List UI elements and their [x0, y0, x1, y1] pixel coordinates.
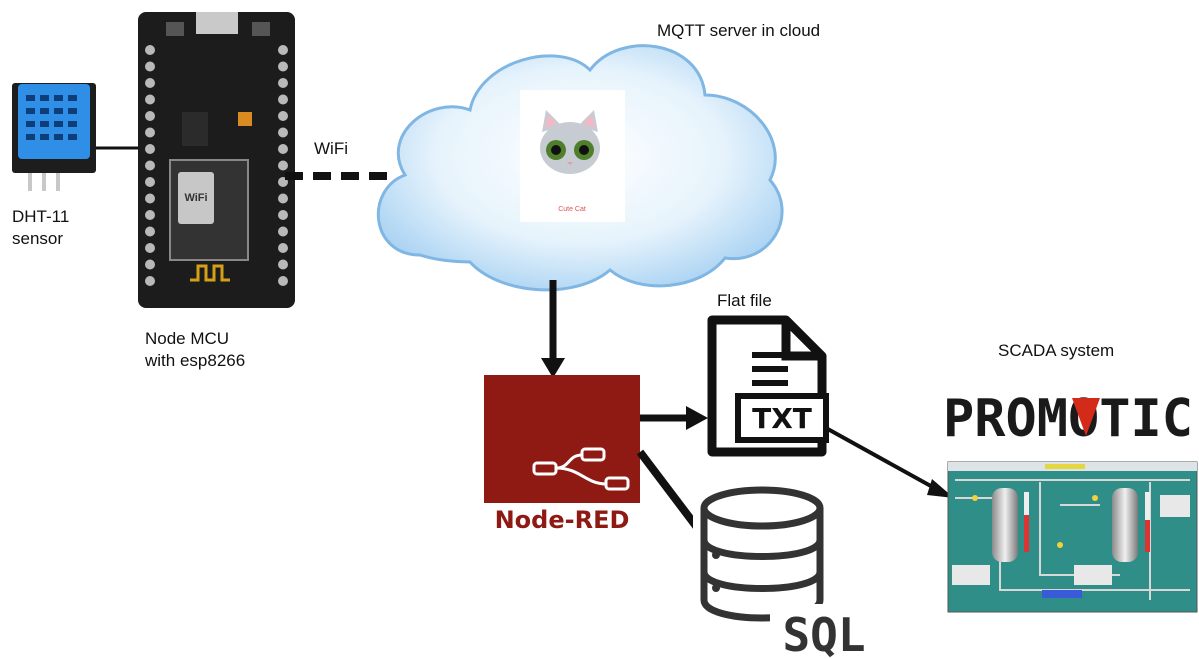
flat-file-label: Flat file: [717, 291, 772, 310]
board-pin-hole: [278, 78, 288, 88]
board-pin-hole: [145, 127, 155, 138]
node-red-wordmark: Node-RED: [495, 506, 630, 534]
board-pin-hole: [278, 193, 288, 204]
wifi-label: WiFi: [314, 139, 348, 158]
board-pin-hole: [278, 210, 288, 220]
cat-caption: Cute Cat: [558, 206, 586, 213]
nodemcu-board-image: WiFi: [138, 12, 295, 308]
board-pin-hole: [145, 78, 155, 88]
board-pin-hole: [145, 243, 155, 253]
board-pin-hole: [278, 259, 288, 270]
board-pin-hole: [145, 111, 155, 121]
mqtt-broker-logo: Cute Cat: [520, 90, 625, 222]
board-pin-hole: [278, 226, 288, 237]
sensor-label-line1: DHT-11: [12, 207, 70, 226]
board-pin-hole: [278, 243, 288, 253]
cloud-to-nodered-arrow: [541, 280, 565, 378]
board-pin-hole: [145, 276, 155, 286]
txt-file-icon: TXT: [707, 315, 829, 457]
board-pin-hole: [278, 61, 288, 72]
txt-label: TXT: [752, 402, 812, 435]
board-pin-hole: [145, 45, 155, 55]
board-pin-hole: [278, 111, 288, 121]
board-pin-hole: [278, 276, 288, 286]
board-pin-hole: [145, 210, 155, 220]
promotic-logo: PROMOTIC: [940, 382, 1198, 449]
scada-screen-image: [947, 461, 1198, 613]
sensor-label: DHT-11 sensor: [12, 206, 69, 250]
board-pin-hole: [145, 226, 155, 237]
mcu-label-line2: with esp8266: [145, 351, 246, 370]
board-pin-hole: [145, 160, 155, 171]
mcu-label-line1: Node MCU: [145, 329, 230, 348]
sql-database-icon: SQL: [693, 483, 878, 659]
board-pin-hole: [145, 94, 155, 105]
txt-to-scada-arrow: [825, 426, 954, 498]
wifi-chip-logo: WiFi: [184, 192, 207, 204]
board-pin-hole: [278, 94, 288, 105]
node-red-logo: Node-RED: [484, 375, 640, 534]
board-pin-hole: [145, 144, 155, 154]
sensor-label-line2: sensor: [12, 229, 64, 248]
board-pin-hole: [145, 193, 155, 204]
board-pin-hole: [278, 45, 288, 55]
nodered-to-txt-arrow: [640, 406, 708, 430]
board-pin-hole: [145, 61, 155, 72]
board-pin-hole: [145, 177, 155, 187]
board-pin-hole: [145, 259, 155, 270]
mqtt-label: MQTT server in cloud: [657, 21, 821, 40]
mcu-label: Node MCU with esp8266: [145, 328, 245, 372]
promotic-wordmark: PROMOTIC: [943, 389, 1193, 449]
sql-label: SQL: [782, 608, 865, 659]
scada-label: SCADA system: [998, 341, 1115, 360]
board-pin-hole: [278, 127, 288, 138]
board-pin-hole: [278, 160, 288, 171]
dht11-sensor-image: [12, 83, 96, 191]
board-pin-hole: [278, 144, 288, 154]
